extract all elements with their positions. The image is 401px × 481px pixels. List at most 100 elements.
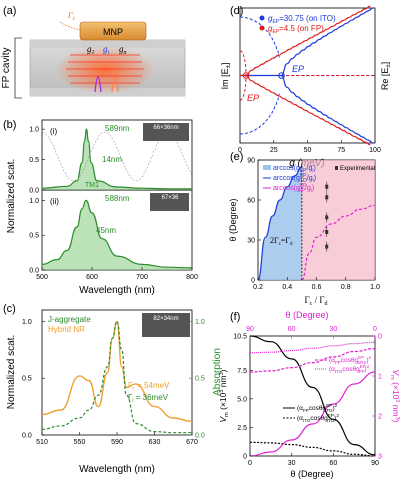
c-ylabel-right: Absorption [212,348,223,396]
f-xtick-label: 60 [329,460,337,467]
plot-f-frame [249,335,376,457]
c-legend-1: J-aggregate [48,315,91,324]
f-top-label: θ (Degree) [285,310,328,320]
d-legend-1-marker [259,15,265,21]
f-xtick-label: 0 [248,460,252,467]
d-red-im-lower [239,75,247,101]
f-ytick-right-label: 2 [378,414,382,421]
d-legend-2: gEP=4.5 (on FP) [268,24,324,35]
c-xtick-label: 550 [74,439,86,446]
b-size-i: 66×36nm [153,125,178,131]
c-ylabel-left: Normalized scat. [6,335,17,409]
d-ep-red-marker [242,72,250,79]
e-ytick-label: 60 [247,198,255,205]
c-gamma-c: Γc = 54meV [128,381,170,392]
mode-curve-2 [111,76,119,93]
d-blue-im-lower [240,93,280,135]
f-ylabel-left: Vm (×105 nm3) [218,369,230,422]
b-inset-ii [150,193,189,211]
gn-label: gn [119,44,127,56]
d-legend-1: gEP=30.75 (on ITO) [268,14,336,25]
e-ytick-label: 90 [247,158,255,165]
b-ytick-label: 1.0 [29,127,39,134]
b-xtick-label: 600 [86,274,98,281]
d-xtick-label: 50 [304,147,312,154]
b-ylabel: Normalized scat. [6,159,17,233]
c-xtick-label: 630 [149,439,161,446]
c-gamma-d: Γi = 36meV [128,393,169,404]
e-blue-region [258,166,302,280]
f-ytick-label: 5.0 [237,396,247,403]
gamma-c-label: Γc [67,11,76,22]
e-xtick-label: 0.4 [282,284,292,291]
e-exp-point [325,184,329,189]
d-xtick-label: 0 [238,147,242,154]
b-line-2 [41,199,193,269]
f-ytick-right-label: 1 [378,374,382,381]
b-mode-i: TM1 [85,182,99,189]
e-legend-1: arccos(gEP/gi) [273,165,316,174]
d-ylabel-left: Im [E±] [220,63,232,90]
mode-curve-1 [94,76,102,93]
c-ytick-right-label: 0.0 [195,433,205,440]
f-ytick-right-label: 0 [378,334,382,341]
e-exp-marker [335,166,338,170]
d-blue-re-upper [281,7,374,77]
d-xtick-label: 100 [369,147,381,154]
b-xlabel: Wavelength (nm) [79,285,155,296]
d-red-re-lower [245,74,371,146]
mnp-label: MNP [103,27,123,37]
c-xlabel: Wavelength (nm) [79,464,155,475]
d-ylabel-right: Re [E±] [380,62,392,90]
panel-c: (c) J-aggregate Hybrid NR 82×34nm Γc = 5… [3,303,223,475]
c-ytick-label: 0.0 [22,433,32,440]
b-xtick-label: 500 [36,274,48,281]
e-xlabel: Γc / Γd [304,295,327,307]
e-xtick-label: 0.6 [312,284,322,291]
panel-b: (b) (i) (ii) 589nm 66×36nm 14nm TM1 588n… [3,119,198,296]
f-top-tick-label: 60 [288,326,296,333]
plot-e [257,160,376,281]
f-xlabel: θ (Degree) [290,469,333,479]
plot-d [239,5,375,146]
e-exp-point [325,244,329,249]
e-xtick-label: 1.0 [370,284,380,291]
d-blue-re-lower [281,74,374,144]
d-legend-2-marker [259,25,265,31]
fp-cavity-label: FP cavity [1,48,12,89]
panel-a: (a) MNP Γc g1 gi gn FP cavity [1,5,186,99]
field-lines [66,54,144,84]
c-hybrid-line [41,320,193,423]
b-peak-i: 589nm [105,124,130,133]
b-peak-ii: 588nm [105,194,130,203]
c-ytick-right-label: 0.5 [195,376,205,383]
b-ytick-label: 1.0 [29,198,39,205]
c-legend-2: Hybrid NR [48,325,85,334]
c-xtick-label: 590 [111,439,123,446]
d-red-im-upper [240,50,247,76]
plot-f [249,335,376,457]
b-size-ii: 67×36 [162,195,180,201]
f-ytick-label: 0 [243,454,247,461]
e-exp-point [325,230,329,234]
panel-c-label: (c) [3,303,16,315]
f-xtick-label: 90 [371,460,379,467]
e-region-label: 2Γc=Γd [270,236,293,247]
panel-e: (e) arccos(gEP/gi) Experimental arccos(g… [228,151,380,307]
b-fp-mode-line [41,131,193,182]
c-xtick-label: 670 [186,439,198,446]
mnp-block [79,21,147,41]
b-area-2 [42,200,192,270]
plot-b-bottom [41,199,193,270]
e-xtick-label: 0.2 [253,284,263,291]
f-top-tick-label: 0 [373,326,377,333]
e-magenta-line [301,204,376,281]
